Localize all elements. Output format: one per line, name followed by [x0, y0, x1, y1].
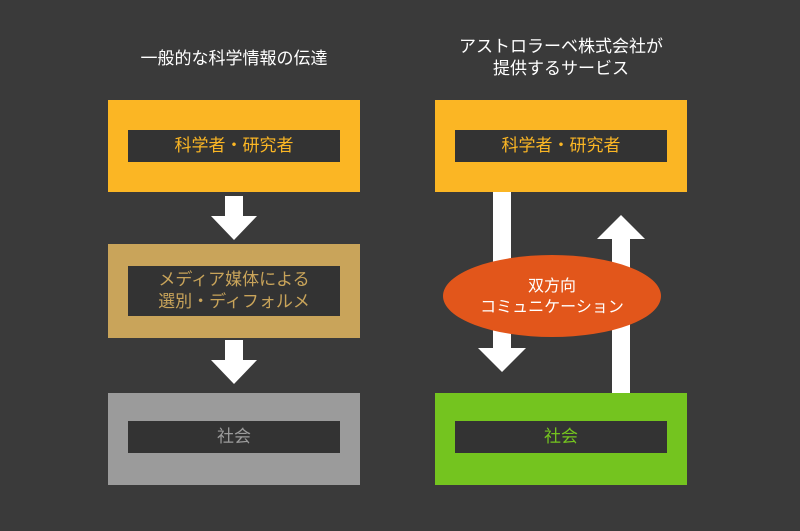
bubble-line1: 双方向: [527, 276, 576, 295]
left-scientist-box: 科学者・研究者: [108, 100, 360, 192]
right-title: アストロラーベ株式会社が 提供するサービス: [435, 36, 687, 80]
right-title-line2: 提供するサービス: [493, 59, 629, 79]
left-title: 一般的な科学情報の伝達: [140, 49, 328, 69]
left-down-arrow-2: [211, 340, 257, 384]
left-society-label: 社会: [128, 421, 340, 453]
left-media-label: メディア媒体による 選別・ディフォルメ: [128, 266, 340, 316]
left-down-arrow-1: [211, 196, 257, 240]
left-media-line1: メディア媒体による: [158, 270, 310, 290]
right-title-line1: アストロラーベ株式会社が: [459, 37, 663, 57]
left-media-box: メディア媒体による 選別・ディフォルメ: [108, 244, 360, 338]
left-media-line2: 選別・ディフォルメ: [158, 292, 310, 312]
right-society-box: 社会: [435, 393, 687, 485]
right-society-label: 社会: [455, 421, 667, 453]
left-scientist-label: 科学者・研究者: [128, 130, 340, 162]
left-society-box: 社会: [108, 393, 360, 485]
right-scientist-label: 科学者・研究者: [455, 130, 667, 162]
bubble-line2: コミュニケーション: [480, 297, 624, 316]
bidirectional-bubble: 双方向 コミュニケーション: [443, 255, 661, 337]
right-scientist-box: 科学者・研究者: [435, 100, 687, 192]
